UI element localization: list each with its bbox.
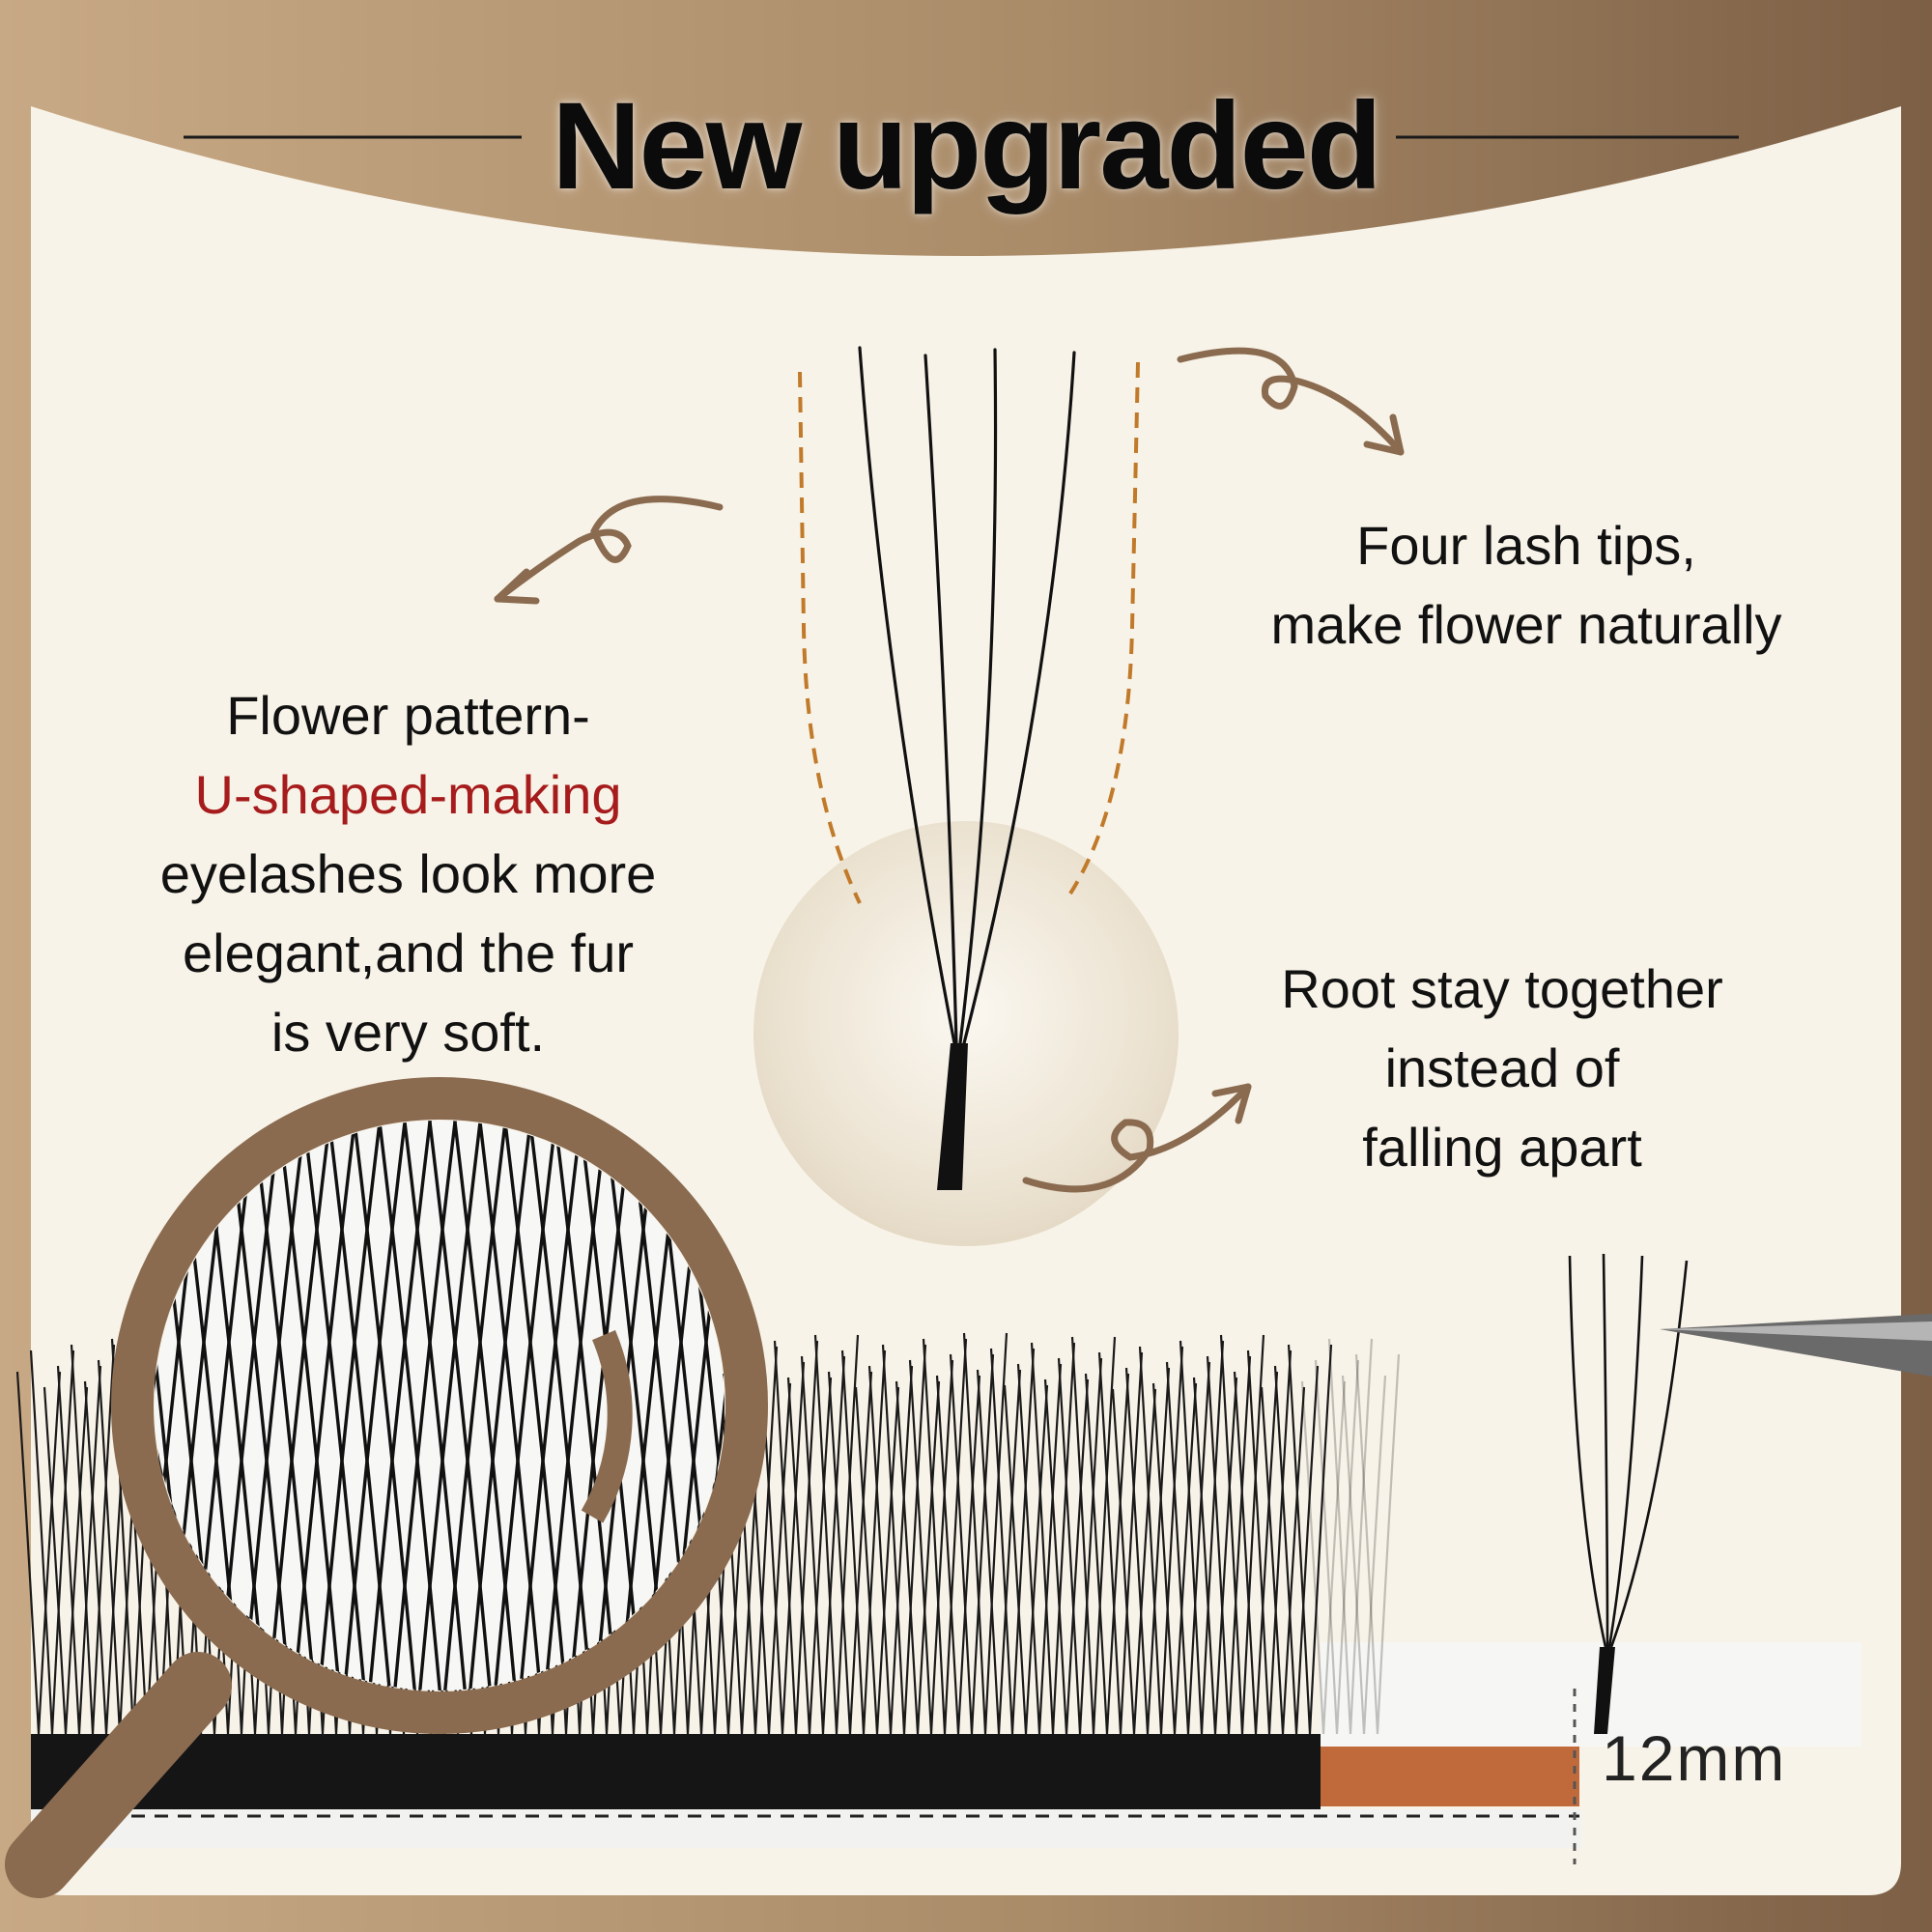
lash-fiber (1219, 1334, 1265, 1735)
lash-fiber (1124, 1367, 1171, 1735)
lash-fiber (1138, 1346, 1184, 1735)
lash-root (937, 1043, 968, 1190)
lash-fiber (1165, 1361, 1211, 1735)
lash-fiber (962, 1332, 1009, 1735)
root-caption: Root stay together instead of falling ap… (1174, 950, 1831, 1187)
single-lash-sample (1568, 1253, 1689, 1648)
caption-line: Four lash tips, (1356, 515, 1696, 576)
magnified-lash-fiber (323, 1121, 462, 1690)
magnified-lash-fiber (373, 1121, 512, 1690)
lash-fiber (813, 1334, 860, 1735)
lash-fiber (1016, 1363, 1063, 1735)
caption-line: is very soft. (270, 1002, 546, 1063)
lash-fiber (881, 1344, 927, 1735)
lash-fiber (989, 1348, 1036, 1735)
lash-fiber (800, 1355, 846, 1735)
lash-fiber (1246, 1350, 1293, 1735)
magnified-lash-fiber (298, 1121, 437, 1690)
lash-fiber (1327, 1338, 1374, 1735)
curly-arrow-icon (494, 496, 724, 605)
lash-fiber (935, 1375, 981, 1735)
left-caption: Flower pattern- U-shaped-making eyelashe… (87, 676, 729, 1072)
caption-line: Root stay together (1281, 958, 1723, 1019)
lash-fiber (1341, 1375, 1387, 1735)
magnified-lash-fiber (398, 1121, 537, 1690)
tips-caption: Four lash tips, make flower naturally (1188, 506, 1864, 665)
lash-fiber (1260, 1386, 1306, 1735)
tweezers-icon (1660, 1314, 1932, 1377)
magnified-lash-fiber (473, 1121, 612, 1690)
lash-fiber (1097, 1351, 1144, 1735)
lash-fiber (1043, 1378, 1090, 1735)
magnified-lash-fiber (272, 1121, 412, 1690)
length-label: 12mm (1602, 1722, 1787, 1794)
lash-fiber (1300, 1380, 1347, 1735)
lash-fiber (976, 1369, 1022, 1735)
lash-fiber (786, 1377, 833, 1735)
dashed-outline-left (798, 371, 862, 904)
curly-arrow-icon (1177, 347, 1405, 456)
lash-fiber (70, 1344, 116, 1735)
lash-fiber (854, 1386, 900, 1735)
lash-cluster-illustration (858, 346, 1076, 1045)
magnified-lash-fiber (348, 1121, 487, 1690)
caption-line: elegant,and the fur (182, 923, 635, 983)
page-title: New upgraded (552, 77, 1382, 215)
lash-fiber (840, 1350, 887, 1735)
lash-fiber (1287, 1344, 1333, 1735)
curly-arrow-icon (1022, 1083, 1252, 1193)
lash-fiber (1084, 1373, 1130, 1735)
lash-fiber (922, 1338, 968, 1735)
lash-fiber (1111, 1388, 1157, 1735)
lash-fiber (15, 1371, 62, 1735)
lash-fiber (949, 1353, 995, 1735)
caption-line: Flower pattern- (226, 685, 590, 746)
magnified-lash-fiber (423, 1121, 562, 1690)
single-lash-root (1594, 1647, 1615, 1734)
caption-line: instead of (1384, 1037, 1620, 1098)
lash-fiber (908, 1359, 954, 1735)
lash-fiber (1003, 1384, 1049, 1735)
lash-fiber (1151, 1382, 1198, 1735)
lash-fiber (1273, 1365, 1320, 1735)
magnified-lash-fiber (448, 1121, 587, 1690)
caption-accent-line: U-shaped-making (194, 764, 622, 825)
lash-fiber (1354, 1353, 1401, 1735)
lash-fiber (1206, 1355, 1252, 1735)
caption-line: falling apart (1362, 1117, 1642, 1178)
lash-fiber (1192, 1377, 1238, 1735)
lash-fiber (1314, 1359, 1360, 1735)
caption-line: eyelashes look more (159, 843, 657, 904)
lash-fiber (895, 1380, 941, 1735)
lash-fiber (1030, 1342, 1076, 1735)
lash-fiber (29, 1350, 75, 1735)
lash-fiber (1233, 1371, 1279, 1735)
lash-fiber (43, 1386, 89, 1735)
lash-fiber (773, 1340, 819, 1735)
lash-fiber (827, 1371, 873, 1735)
caption-line: make flower naturally (1270, 594, 1782, 655)
lash-fiber (867, 1365, 914, 1735)
lash-fiber (1179, 1340, 1225, 1735)
dashed-outline-right (1068, 361, 1140, 895)
lash-fiber (56, 1365, 102, 1735)
lash-fiber (1057, 1357, 1103, 1735)
lash-fiber (1070, 1336, 1117, 1735)
